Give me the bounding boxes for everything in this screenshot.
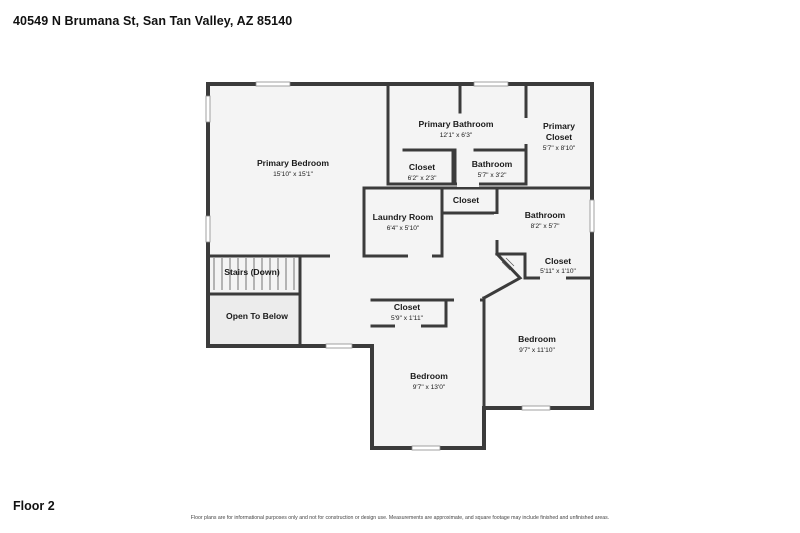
room-name-stairs: Stairs (Down) [224,267,280,277]
room-name-closet-b: Closet [545,256,571,266]
room-name-primary-bedroom: Primary Bedroom [257,158,329,168]
room-dims-closet-c: 5'9" x 1'11" [391,315,424,322]
room-name-bedroom-right: Bedroom [518,334,556,344]
room-dims-bathroom-small: 5'7" x 3'2" [478,172,507,179]
room-name-closet-a: Closet [409,162,435,172]
room-name-closet-hall: Closet [453,195,479,205]
room-name-bathroom-small: Bathroom [472,159,513,169]
property-address: 40549 N Brumana St, San Tan Valley, AZ 8… [13,14,293,28]
room-dims-closet-a: 6'2" x 2'3" [408,175,437,182]
room-dims-bathroom: 8'2" x 5'7" [531,223,560,230]
room-dims-bedroom-bottom: 9'7" x 13'0" [413,384,446,391]
room-dims-laundry: 6'4" x 5'10" [387,225,420,232]
room-dims-primary-bedroom: 15'10" x 15'1" [273,171,313,178]
floor-fill [208,84,592,448]
windows [205,81,595,451]
room-name-open-below: Open To Below [226,311,288,321]
room-dims-primary-closet: 5'7" x 8'10" [543,145,576,152]
room-name-bathroom: Bathroom [525,210,566,220]
hatch-mark [501,257,515,271]
stair-treads [213,258,295,290]
interior-walls [206,82,594,410]
room-dims-primary-bathroom: 12'1" x 6'3" [440,132,473,139]
room-name-primary-closet-1: Primary [543,121,575,131]
room-name-primary-bathroom: Primary Bathroom [419,119,494,129]
room-name-closet-c: Closet [394,302,420,312]
door-openings [330,118,566,329]
disclaimer-text: Floor plans are for informational purpos… [190,515,610,521]
exterior-wall [206,82,594,450]
floor-label: Floor 2 [13,499,55,513]
room-dims-bedroom-right: 9'7" x 11'10" [519,347,555,354]
room-name-laundry: Laundry Room [373,212,434,222]
room-name-bedroom-bottom: Bedroom [410,371,448,381]
room-name-primary-closet-2: Closet [546,132,572,142]
room-dims-closet-b: 5'11" x 1'10" [540,268,576,275]
